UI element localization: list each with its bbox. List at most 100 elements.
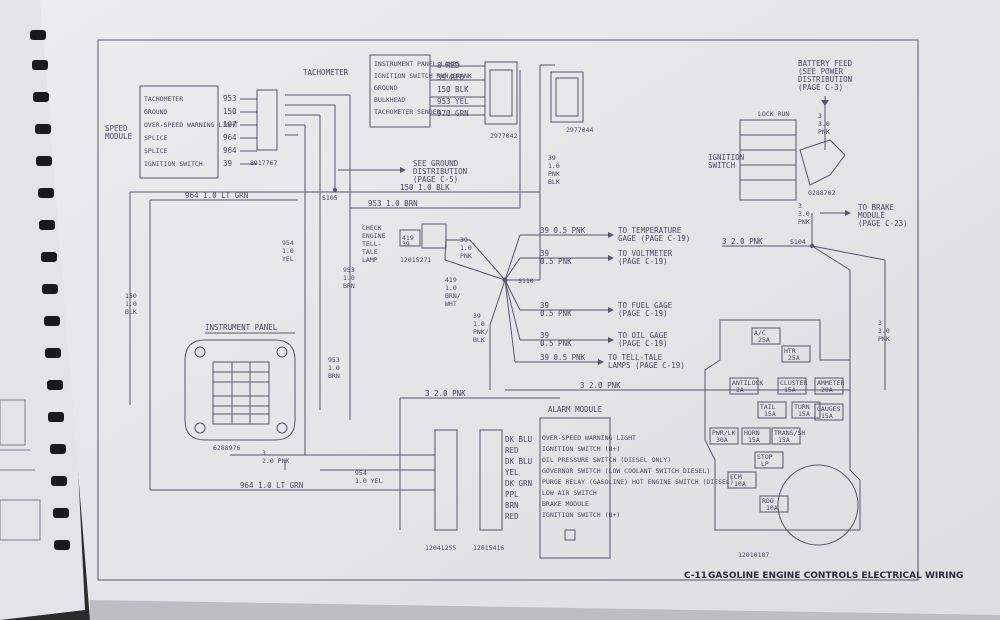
fuse-cell xyxy=(777,377,807,395)
svg-text:3 2.0 PNK: 3 2.0 PNK xyxy=(722,237,763,246)
speed-module-row-name: OVER-SPEED WARNING LIGHT xyxy=(144,121,238,129)
fuse-name: GAUGES xyxy=(817,405,841,413)
fuse-name: CLUSTER xyxy=(780,379,807,387)
output-wire-label: 39 0.5 PNK xyxy=(540,226,586,235)
tachometer-row-name: BULKHEAD xyxy=(374,96,405,104)
fuse-name: AMMETER xyxy=(817,379,844,387)
speed-module-row-name: GROUND xyxy=(144,108,168,116)
speed-module-row-name: SPLICE xyxy=(144,147,168,155)
fuse-block: A/C25AHTR25AANTILOCK2ACLUSTER15AAMMETER2… xyxy=(704,319,861,559)
output-arrow xyxy=(608,307,614,313)
tachometer-row-name: TACHOMETER SENDER xyxy=(374,108,441,116)
fuse-cell xyxy=(751,327,781,345)
speed-module-connector-id: 8917767 xyxy=(250,159,277,167)
svg-text:2977044: 2977044 xyxy=(566,126,593,134)
wire-964-label: 964 1.0 LT GRN xyxy=(185,191,248,200)
left-page xyxy=(0,0,85,620)
spiral-binding xyxy=(30,30,70,550)
speed-module-row-name: TACHOMETER xyxy=(144,95,183,103)
alarm-module-row: IGNITION SWITCH (B+) xyxy=(542,445,620,453)
svg-text:12010187: 12010187 xyxy=(738,551,769,559)
fuse-amps: 15A xyxy=(784,386,796,394)
tachometer-label: TACHOMETER xyxy=(303,68,349,77)
tachometer-row-wire: 953 YEL xyxy=(437,97,469,106)
speed-module-row-name: IGNITION SWITCH xyxy=(144,160,203,168)
svg-text:419: 419 xyxy=(402,234,414,242)
alarm-module-row: IGNITION SWITCH (B+) xyxy=(542,511,620,519)
fuse-cell xyxy=(814,403,844,421)
fuse-amps: 30A xyxy=(716,436,728,444)
fuse-amps: 25A xyxy=(758,336,770,344)
fuse-amps: 15A xyxy=(778,436,790,444)
fuse-name: RDO xyxy=(762,497,774,505)
wire-150-label: 150 1.0 BLK xyxy=(400,183,450,192)
alarm-wire-label: DK BLU xyxy=(505,457,532,466)
tachometer-row-name: GROUND xyxy=(374,84,398,92)
alarm-wire-label: DK BLU xyxy=(505,435,532,444)
svg-text:6288976: 6288976 xyxy=(213,444,240,452)
svg-text:12015416: 12015416 xyxy=(473,544,504,552)
svg-text:G288702: G288702 xyxy=(808,189,835,197)
output-destination-label: TO OIL GAGE(PAGE C-19) xyxy=(618,331,668,348)
output-arrow xyxy=(598,359,604,365)
fuse-amps: 10A xyxy=(766,504,778,512)
splice-s104: S104 xyxy=(790,238,806,246)
fuse-amps: 25A xyxy=(788,354,800,362)
fuse-name: STOP xyxy=(757,453,773,461)
tachometer-row-wire: 150 BLK xyxy=(437,85,469,94)
fuse-cell xyxy=(729,377,759,395)
instrument-panel-label: INSTRUMENT PANEL xyxy=(205,323,278,332)
alarm-module-row: OIL PRESSURE SWITCH (DIESEL ONLY) xyxy=(542,456,671,464)
tachometer-row-name: INSTRUMENT PANEL LAMPS xyxy=(374,60,460,68)
page-title: GASOLINE ENGINE CONTROLS ELECTRICAL WIRI… xyxy=(708,571,963,581)
output-destination-label: TO FUEL GAGE(PAGE C-19) xyxy=(618,301,673,318)
fuse-cell xyxy=(781,345,811,363)
speed-module-row-num: 964 xyxy=(223,146,237,155)
fuse-cell xyxy=(741,427,771,445)
fuse-name: ANTILOCK xyxy=(732,379,763,387)
connector-2977044: 2977044 xyxy=(550,71,593,134)
page-number: C-11 xyxy=(684,571,707,581)
fuse-cell xyxy=(759,495,789,513)
alarm-module-label: ALARM MODULE xyxy=(548,405,603,414)
fuse-amps: LP xyxy=(761,460,769,468)
speed-module-row-num: 964 xyxy=(223,133,237,142)
fuse-name: TRANS/SH xyxy=(774,429,805,437)
svg-text:3 2.0 PNK: 3 2.0 PNK xyxy=(425,389,466,398)
page-footer: C-11 GASOLINE ENGINE CONTROLS ELECTRICAL… xyxy=(684,571,963,581)
svg-text:32.0 PNK: 32.0 PNK xyxy=(262,449,289,465)
fuse-cell xyxy=(771,427,801,445)
alarm-wire-label: YEL xyxy=(505,468,519,477)
speed-module-row-num: 39 xyxy=(223,159,232,168)
fuse-cell xyxy=(757,401,787,419)
alarm-module-row: OVER-SPEED WARNING LIGHT xyxy=(542,434,636,442)
fuse-amps: 15A xyxy=(748,436,760,444)
alarm-module-row: PURGE RELAY (GASOLINE) HOT ENGINE SWITCH… xyxy=(542,478,734,486)
wire-3-label: 3 2.0 PNK xyxy=(580,381,621,390)
left-page-fragment xyxy=(0,399,41,541)
fuse-name: TURN xyxy=(794,403,810,411)
wire-964-bottom-label: 964 1.0 LT GRN xyxy=(240,481,303,490)
fuse-name: HORN xyxy=(744,429,760,437)
svg-text:12041255: 12041255 xyxy=(425,544,456,552)
fuse-amps: 15A xyxy=(764,410,776,418)
fuse-cell xyxy=(754,451,784,469)
fuse-amps: 10A xyxy=(734,480,746,488)
